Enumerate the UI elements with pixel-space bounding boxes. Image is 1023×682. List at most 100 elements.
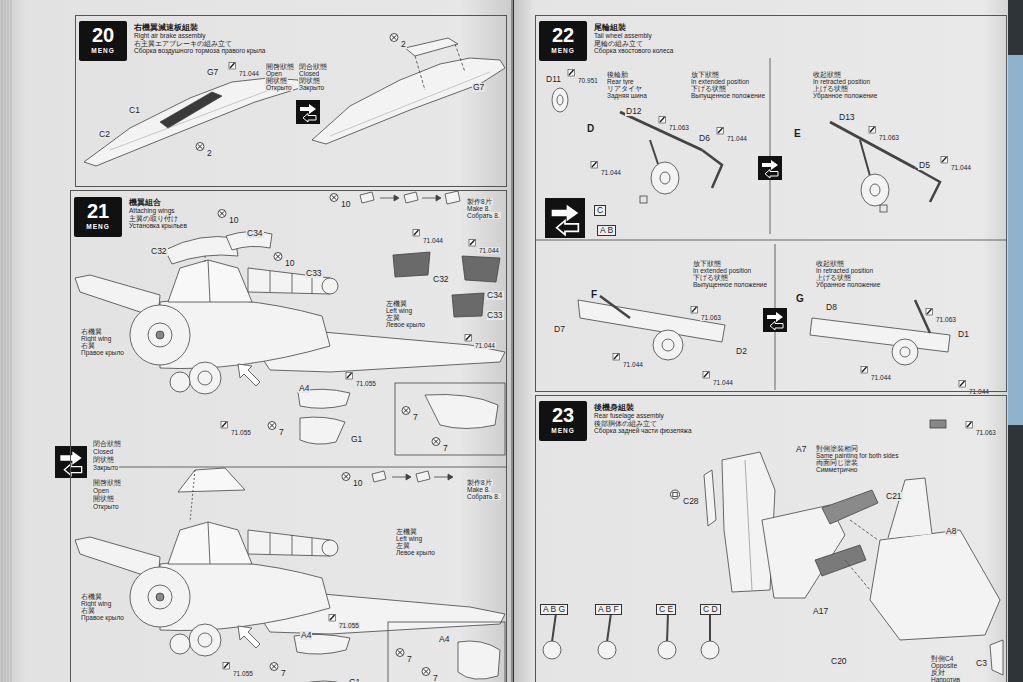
- note-text: Make 8.: [466, 205, 491, 212]
- tail-wheel-drawing: [915, 168, 940, 202]
- part-group-tag: A B F: [595, 604, 622, 615]
- label-anchor: C33: [305, 262, 323, 280]
- paint-icon: [465, 335, 472, 342]
- tail-wheel-drawing: [535, 58, 1006, 390]
- label-anchor: 71.044: [238, 62, 260, 80]
- step-title: Tail wheel assembly: [594, 32, 673, 40]
- paint-icon: [869, 127, 876, 134]
- label-anchor: C33: [486, 304, 504, 322]
- step-title: 主翼の取り付け: [129, 215, 187, 223]
- rear-fuselage-drawing: [543, 641, 561, 659]
- note-text: Правое крыло: [80, 614, 125, 621]
- note-text: Closed: [298, 70, 320, 77]
- part-number: A7: [795, 445, 807, 454]
- label-anchor: G7: [206, 61, 219, 79]
- part-number: C32: [432, 275, 450, 284]
- part-number: C33: [486, 311, 504, 320]
- wing-attach-drawing: [190, 470, 195, 522]
- step-title: Установка крыльев: [129, 222, 187, 230]
- step-title: 右主翼エアブレーキの組み立て: [134, 40, 265, 48]
- paint-code: 71.063: [700, 314, 722, 321]
- wing-attach-drawing: [462, 256, 500, 282]
- paint-icon: [941, 157, 948, 164]
- paint-icon: [718, 128, 723, 133]
- part-group-tag: C D: [700, 604, 721, 615]
- label-anchor: A17: [812, 600, 829, 618]
- page-edges: [2, 0, 512, 682]
- tail-wheel-drawing: [702, 150, 722, 188]
- note-text: 右翼: [80, 342, 96, 349]
- step-number: 21: [74, 197, 122, 222]
- wing-attach-drawing: [422, 198, 436, 199]
- wing-attach-drawing: [452, 293, 484, 317]
- part-number: C3: [975, 659, 988, 668]
- callout-icons: [196, 34, 973, 676]
- paint-icon: [613, 354, 620, 361]
- cement-icon: [671, 490, 680, 499]
- part-number: D11: [545, 75, 562, 84]
- label-anchor: 71.044: [870, 366, 892, 384]
- note-text: 對側C4: [930, 655, 954, 662]
- paint-icon: [703, 372, 710, 379]
- paint-icon: [592, 162, 597, 167]
- label-anchor: A4: [300, 624, 312, 642]
- paint-icon: [717, 128, 724, 135]
- paint-icon: [862, 367, 867, 372]
- label-anchor: 10: [284, 252, 295, 270]
- rear-fuselage-drawing: [822, 490, 878, 524]
- wing-attach-drawing: [392, 477, 406, 478]
- note-text: 閉合狀態: [298, 63, 328, 70]
- wing-attach-drawing: [178, 468, 245, 492]
- part-number: C21: [885, 492, 903, 501]
- label-anchor: 71.055: [338, 614, 360, 632]
- step-panel: 後機身組裝Rear fuselage assembly後部胴体の組み立てСбор…: [535, 395, 1007, 682]
- wing-attach-drawing: [75, 260, 505, 394]
- paint-code: 71.044: [622, 361, 644, 368]
- note-text: Задняя шина: [606, 92, 648, 99]
- page-edges: [11, 0, 12, 682]
- note-text: In extended position: [692, 267, 752, 274]
- air-brake-drawing: [405, 38, 458, 56]
- note-text: 下げる状態: [692, 274, 729, 281]
- glue-icon: [330, 194, 338, 202]
- wing-attach-drawing: [416, 471, 430, 482]
- step-title: 機翼組合: [129, 198, 187, 207]
- note-text: Opposite: [930, 662, 958, 669]
- air-brake-drawing: [455, 44, 465, 72]
- paint-icon: [926, 309, 933, 316]
- glue-icon: [270, 663, 278, 671]
- part-group-tag: C: [594, 205, 606, 216]
- note-text: Rear tyre: [606, 78, 635, 85]
- glue-icon: [276, 254, 280, 258]
- part-number: A4: [300, 631, 312, 640]
- wing-attach-drawing: [394, 195, 399, 201]
- label-anchor: 71.055: [355, 372, 377, 390]
- paint-icon: [229, 63, 236, 70]
- label-anchor: 71.063: [878, 126, 900, 144]
- label-anchor: C21: [885, 485, 903, 503]
- paint-code: 71.063: [878, 134, 900, 141]
- glue-count: 7: [280, 669, 287, 678]
- note-text: Выпущенное положение: [690, 92, 766, 99]
- part-number: C1: [128, 106, 141, 115]
- glue-icon: [390, 34, 398, 42]
- note-text: Make 8.: [466, 486, 491, 493]
- step-title: 尾輪組裝: [594, 23, 673, 32]
- paint-icon: [330, 615, 335, 620]
- label-anchor: 71.044: [422, 229, 444, 247]
- label-anchor: F: [590, 284, 598, 302]
- part-number: G7: [472, 83, 485, 92]
- glue-icon: [396, 649, 404, 657]
- label-anchor: 70.951: [577, 69, 599, 87]
- part-number: D6: [698, 134, 711, 143]
- paint-code: 70.951: [577, 77, 599, 84]
- paint-icon: [966, 422, 973, 429]
- part-number: D13: [838, 113, 856, 122]
- note-text: 左機翼: [395, 528, 418, 535]
- step-title-block: 後機身組裝Rear fuselage assembly後部胴体の組み立てСбор…: [594, 403, 692, 435]
- paint-icon: [470, 240, 475, 245]
- step-title: Attaching wings: [129, 207, 187, 215]
- paint-icon: [346, 373, 353, 380]
- paint-code: 71.044: [600, 169, 622, 176]
- glue-count: 7: [406, 655, 413, 664]
